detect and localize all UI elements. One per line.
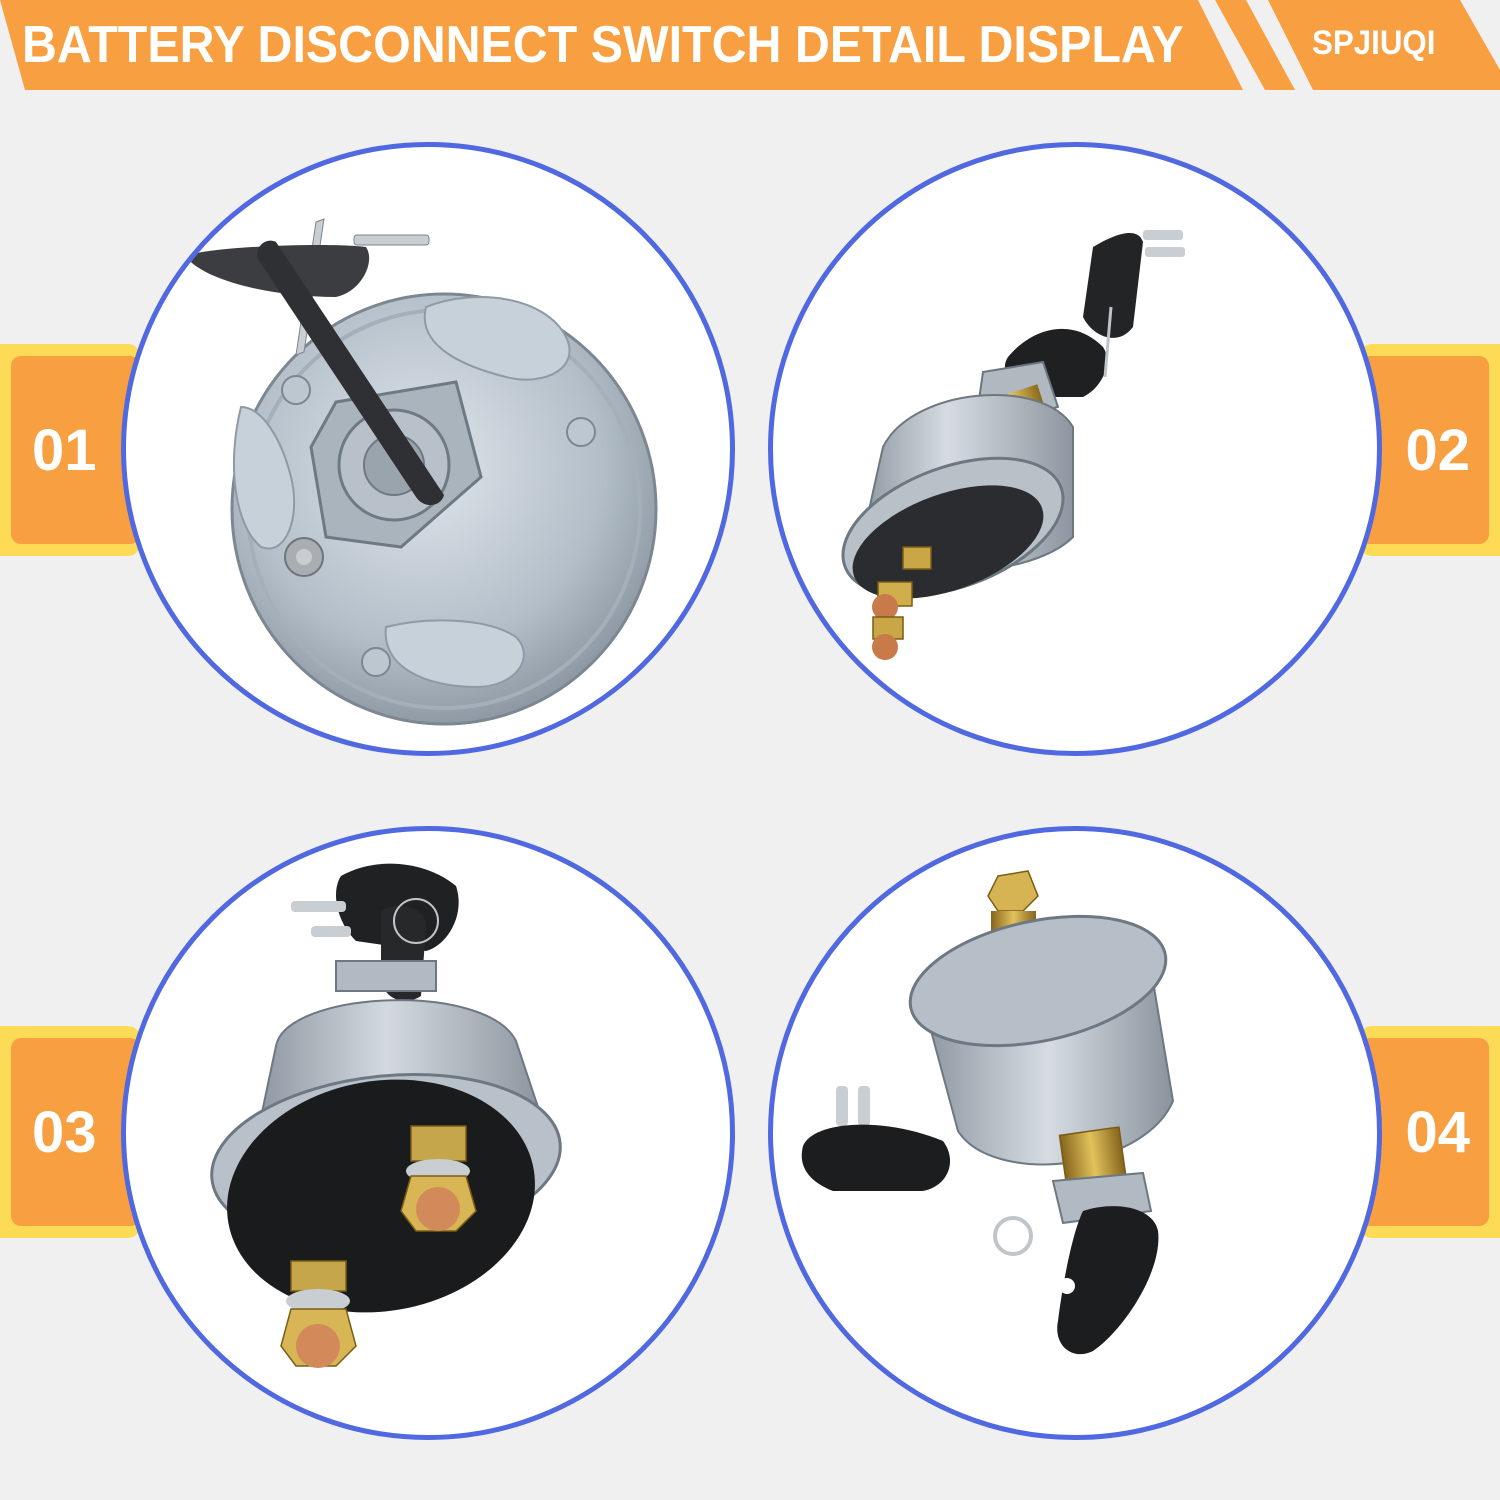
panel-number: 04 [1405, 1099, 1470, 1165]
brand-name: SPJIUQI [1312, 24, 1436, 62]
badge-inner [11, 356, 140, 544]
panel-badge-03: 03 [0, 1026, 140, 1238]
product-photo-04: battery-disconnect-switch-side-view-with… [768, 826, 1382, 1440]
photo-alt-text: battery-disconnect-switch-angled-view-wi… [773, 716, 1377, 717]
photo-alt-text: battery-disconnect-switch-rear-terminals… [126, 1400, 730, 1401]
page-title: BATTERY DISCONNECT SWITCH DETAIL DISPLAY [22, 16, 1184, 74]
switch-angled-illustration [841, 230, 1185, 660]
switch-side-view-illustration [801, 870, 1175, 1355]
switch-front-face-illustration [186, 218, 658, 726]
panel-number: 03 [32, 1099, 97, 1165]
product-photo-01: battery-disconnect-switch-front-face-wit… [121, 142, 735, 756]
photo-alt-text: battery-disconnect-switch-side-view-with… [773, 1400, 1377, 1401]
badge-inner [11, 1038, 140, 1226]
panel-badge-02: 02 [1360, 344, 1500, 556]
panel-badge-01: 01 [0, 344, 140, 556]
panel-number: 01 [32, 417, 97, 483]
banner-shape [0, 0, 1500, 90]
header-banner: BATTERY DISCONNECT SWITCH DETAIL DISPLAY… [0, 0, 1500, 92]
product-photo-03: battery-disconnect-switch-rear-terminals… [121, 826, 735, 1440]
panel-number: 02 [1405, 417, 1470, 483]
switch-rear-terminals-illustration [210, 863, 562, 1368]
product-photo-02: battery-disconnect-switch-angled-view-wi… [768, 142, 1382, 756]
photo-alt-text: battery-disconnect-switch-front-face-wit… [126, 716, 730, 717]
